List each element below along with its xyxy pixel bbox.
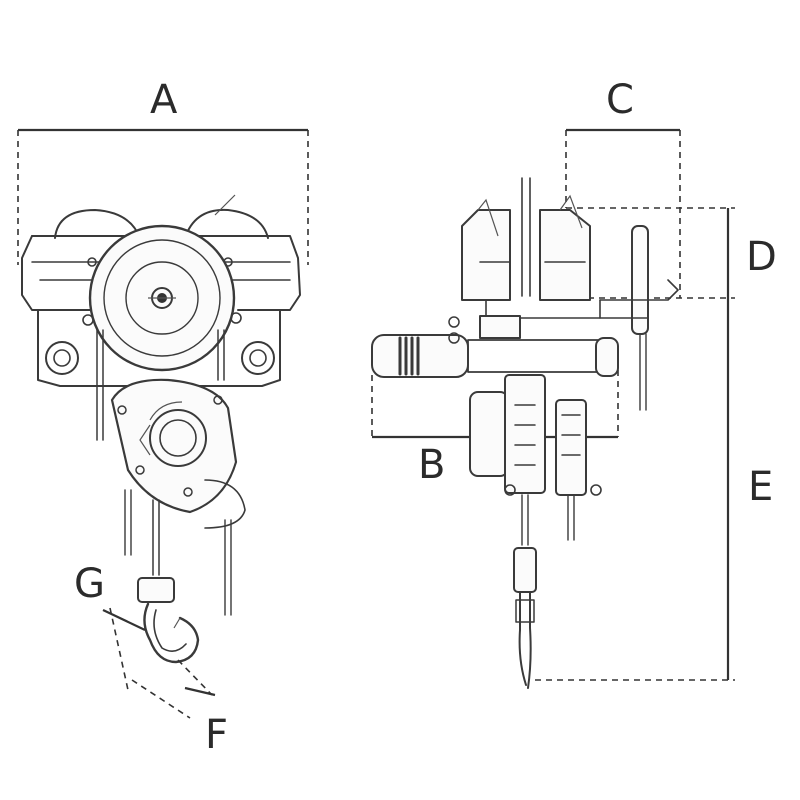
label-f: F [205, 712, 228, 758]
label-c: C [606, 77, 634, 123]
label-b: B [418, 442, 445, 488]
side-load-hook [513, 494, 575, 689]
dimension-e: E [535, 298, 773, 681]
label-d: D [746, 234, 777, 280]
hoist-body [110, 378, 238, 514]
dimension-g: G [74, 561, 146, 691]
load-hook [137, 499, 200, 664]
hand-wheel [88, 224, 236, 372]
hoist-side-body [469, 374, 602, 496]
side-hand-wheel [599, 225, 679, 411]
side-view: C D E B [371, 77, 777, 689]
hoist-hand-chain [124, 479, 246, 616]
label-a: A [150, 77, 178, 123]
label-g: G [74, 561, 105, 607]
front-view: A [17, 77, 309, 758]
trolley-side [461, 177, 601, 319]
dimension-c: C [565, 77, 681, 298]
label-e: E [748, 464, 773, 510]
dimension-d: D [566, 207, 777, 299]
dimension-f: F [131, 659, 228, 758]
trolley-hand-chain [96, 329, 225, 441]
dimension-a: A [17, 77, 309, 265]
axle-shaft [371, 315, 619, 378]
